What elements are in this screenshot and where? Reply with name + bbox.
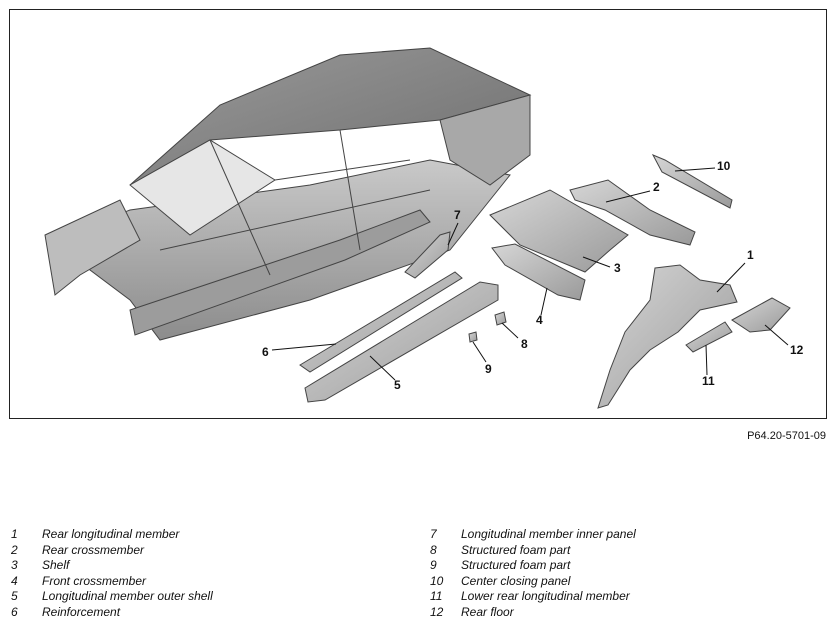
legend-item: 1 Rear longitudinal member: [11, 527, 213, 543]
legend-item: 7 Longitudinal member inner panel: [430, 527, 636, 543]
part-lower-rear-longitudinal: [685, 321, 733, 353]
part-rear-longitudinal-member: [597, 264, 738, 409]
car-body-shell: [44, 47, 532, 341]
legend-number: 4: [11, 573, 18, 588]
legend-number: 1: [11, 527, 18, 541]
part-structured-foam-8: [494, 311, 507, 326]
leader-line-1: [716, 262, 746, 293]
part-front-crossmember: [491, 243, 586, 301]
legend-number: 6: [11, 604, 18, 619]
part-structured-foam-9: [468, 331, 478, 343]
legend-item: 4 Front crossmember: [11, 574, 213, 590]
part-longitudinal-outer-shell: [304, 281, 499, 403]
legend-label: Structured foam part: [461, 542, 571, 557]
legend-number: 5: [11, 589, 18, 604]
legend-label: Longitudinal member outer shell: [42, 589, 213, 604]
legend-item: 11 Lower rear longitudinal member: [430, 589, 636, 605]
legend-number: 11: [430, 589, 443, 604]
callout-4: 4: [536, 313, 543, 327]
figure-frame: 1 2 3 4 5 6 7 8 9 10 11 12: [9, 9, 827, 419]
part-longitudinal-inner-panel: [404, 231, 451, 279]
callout-11: 11: [702, 374, 715, 388]
legend-label: Lower rear longitudinal member: [461, 589, 630, 604]
legend-label: Longitudinal member inner panel: [461, 527, 636, 541]
leader-line-12: [764, 324, 789, 346]
legend-item: 6 Reinforcement: [11, 605, 213, 621]
c-pillar: [339, 129, 361, 251]
legend-number: 10: [430, 573, 444, 588]
part-reinforcement: [299, 271, 463, 373]
legend-label: Front crossmember: [42, 573, 147, 588]
callouts: 1 2 3 4 5 6 7 8 9 10 11 12: [262, 159, 804, 392]
part-rear-crossmember: [569, 179, 696, 246]
callout-6: 6: [262, 345, 269, 359]
leader-line-2: [605, 190, 651, 203]
legend-label: Center closing panel: [461, 573, 571, 588]
legend-label: Reinforcement: [42, 604, 121, 619]
leader-line-5: [369, 355, 396, 381]
leader-line-7: [447, 222, 459, 246]
side-sill: [129, 209, 431, 336]
legend-label: Structured foam part: [461, 558, 571, 573]
legend-number: 7: [430, 527, 437, 541]
body-shell-illustration: 1 2 3 4 5 6 7 8 9 10 11 12: [44, 47, 804, 409]
callout-7: 7: [454, 208, 461, 222]
legend-label: Rear floor: [461, 604, 514, 619]
leader-line-8: [501, 322, 519, 339]
figure-code: P64.20-5701-09: [747, 430, 826, 442]
callout-5: 5: [394, 378, 401, 392]
exploded-parts: [299, 154, 791, 409]
leader-line-11: [705, 344, 708, 376]
legend-left-column: 1 Rear longitudinal member 2 Rear crossmem…: [11, 527, 213, 621]
part-shelf: [489, 189, 629, 273]
legend-number: 2: [11, 542, 18, 557]
callout-2: 2: [653, 180, 660, 194]
leader-line-6: [271, 343, 337, 351]
leader-lines: [271, 167, 789, 381]
legend-label: Shelf: [42, 558, 70, 573]
callout-8: 8: [521, 337, 528, 351]
leader-line-4: [540, 287, 548, 316]
leader-line-10: [674, 167, 716, 172]
part-rear-floor: [731, 297, 791, 333]
legend-item: 10 Center closing panel: [430, 574, 636, 590]
callout-12: 12: [790, 343, 804, 357]
legend-item: 8 Structured foam part: [430, 543, 636, 559]
leader-line-3: [582, 256, 611, 268]
legend-label: Rear longitudinal member: [42, 527, 180, 541]
part-center-closing-panel: [651, 154, 733, 209]
callout-1: 1: [747, 248, 754, 262]
legend-number: 8: [430, 542, 437, 557]
leader-line-9: [472, 341, 487, 363]
roof-rail: [274, 159, 411, 181]
legend-item: 12 Rear floor: [430, 605, 636, 621]
legend-number: 3: [11, 558, 18, 573]
legend-number: 9: [430, 558, 437, 573]
legend-number: 12: [430, 604, 444, 619]
legend-item: 2 Rear crossmember: [11, 543, 213, 559]
legend-item: 3 Shelf: [11, 558, 213, 574]
callout-10: 10: [717, 159, 731, 173]
legend-item: 5 Longitudinal member outer shell: [11, 589, 213, 605]
rear-trunk: [439, 94, 531, 186]
callout-9: 9: [485, 362, 492, 376]
b-pillar: [209, 139, 271, 276]
legend-label: Rear crossmember: [42, 542, 145, 557]
legend-item: 9 Structured foam part: [430, 558, 636, 574]
callout-3: 3: [614, 261, 621, 275]
floor-tunnel: [159, 189, 431, 251]
front-end: [44, 199, 141, 296]
